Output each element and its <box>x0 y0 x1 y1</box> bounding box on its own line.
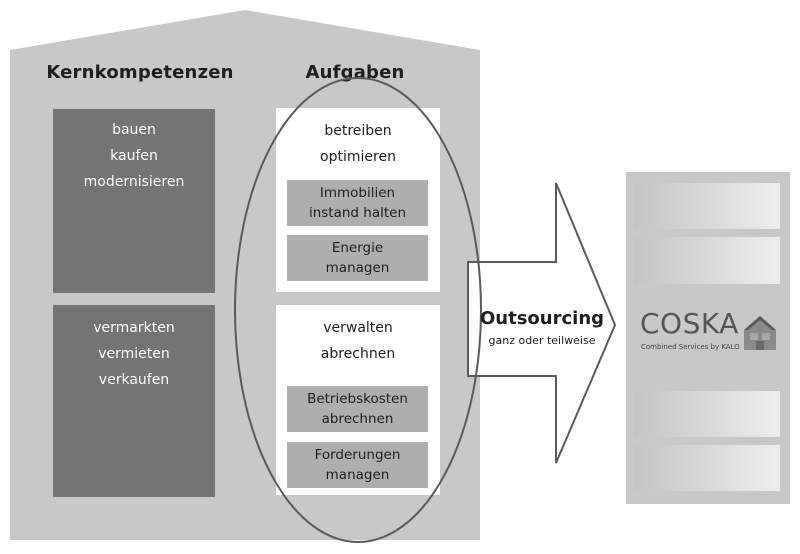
task-item: abrechnen <box>320 346 396 362</box>
coska-logo-text: COSKA <box>640 307 739 340</box>
subtask-line: Forderungen <box>314 447 401 463</box>
core-item: modernisieren <box>83 174 185 190</box>
task-item: optimieren <box>320 149 396 165</box>
house-logo-icon <box>744 316 776 350</box>
subtask-energy: Energie managen <box>287 235 428 281</box>
task-item: verwalten <box>323 320 393 336</box>
subtask-line: abrechnen <box>321 411 394 427</box>
subtask-maintain: Immobilien instand halten <box>287 180 428 226</box>
outsourcing-label: Outsourcing <box>479 308 605 329</box>
coska-logo-tagline: Combined Services by KALO <box>641 343 740 351</box>
coska-bar <box>634 183 780 229</box>
subtask-line: managen <box>325 467 390 483</box>
core-item: kaufen <box>110 148 158 164</box>
core-box-market: vermarkten vermieten verkaufen <box>53 305 215 497</box>
outsourcing-arrow <box>467 182 617 464</box>
subtask-line: managen <box>325 260 390 276</box>
core-item: bauen <box>112 122 156 138</box>
outsourcing-sublabel: ganz oder teilweise <box>488 334 596 347</box>
subtask-line: Immobilien <box>319 185 396 201</box>
coska-logo: COSKA Combined Services by KALO <box>640 308 790 358</box>
heading-core-competencies: Kernkompetenzen <box>46 62 234 83</box>
subtask-receivables: Forderungen managen <box>287 442 428 488</box>
task-ellipse <box>234 77 482 543</box>
core-item: verkaufen <box>98 372 170 388</box>
heading-tasks: Aufgaben <box>305 62 405 83</box>
subtask-line: instand halten <box>308 205 407 221</box>
subtask-line: Energie <box>331 240 384 256</box>
core-item: vermieten <box>98 346 170 362</box>
coska-bar <box>634 391 780 437</box>
core-box-build: bauen kaufen modernisieren <box>53 109 215 293</box>
coska-bar <box>634 237 780 284</box>
subtask-operating-costs: Betriebskosten abrechnen <box>287 386 428 432</box>
coska-bar <box>634 445 780 491</box>
subtask-line: Betriebskosten <box>307 391 408 407</box>
task-item: betreiben <box>324 123 392 139</box>
core-item: vermarkten <box>93 320 175 336</box>
